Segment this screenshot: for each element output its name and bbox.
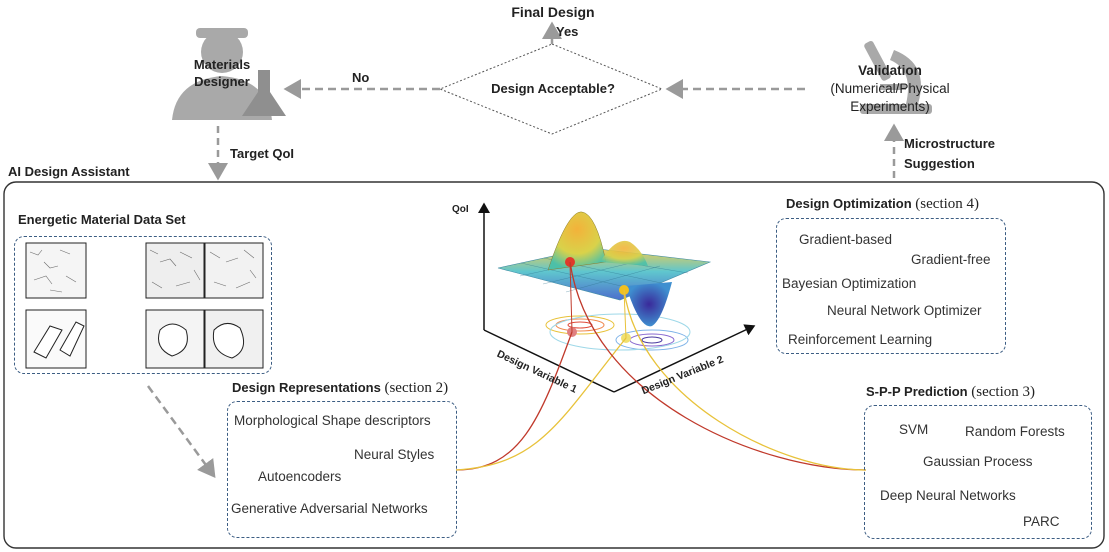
red-curve-right: [569, 261, 867, 471]
spp-box: SVM Random Forests Gaussian Process Deep…: [864, 405, 1092, 539]
surface-peak: [547, 211, 607, 271]
validation-title: Validation: [858, 63, 922, 78]
optimization-section: (section 4): [915, 196, 980, 212]
micro-line1: Microstructure: [904, 136, 996, 151]
opt-item: Reinforcement Learning: [788, 332, 933, 347]
designer-icon: [172, 28, 286, 120]
dataset-to-representation-arrow: [146, 385, 216, 479]
microstructure-label: Microstructure Suggestion: [904, 134, 995, 174]
representations-title: Design Representations (section 2): [232, 380, 448, 397]
spp-item: Gaussian Process: [923, 454, 1033, 469]
representations-title-text: Design Representations: [232, 380, 381, 395]
validation-line3: Experiments): [850, 99, 930, 114]
surface-well: [626, 282, 672, 327]
designer-line1: Materials: [193, 57, 251, 72]
surface-peak-2: [600, 240, 648, 266]
opt-item: Bayesian Optimization: [782, 276, 917, 291]
red-curve-left: [455, 331, 573, 471]
qoi-axis-label: QoI: [452, 204, 469, 215]
spp-item: SVM: [899, 422, 929, 437]
decision-diamond: [438, 43, 664, 135]
rep-item: Autoencoders: [258, 469, 342, 484]
designer-line2: Designer: [194, 74, 250, 89]
yes-label: Yes: [556, 24, 579, 39]
spp-title: S-P-P Prediction (section 3): [866, 384, 1035, 401]
opt-item: Gradient-based: [799, 232, 893, 247]
assistant-title: AI Design Assistant: [8, 164, 130, 179]
spp-title-text: S-P-P Prediction: [866, 384, 968, 399]
target-qoi-label: Target QoI: [230, 146, 295, 161]
contour-projection: [545, 313, 691, 351]
final-design-label: Final Design: [511, 4, 595, 20]
optimization-title: Design Optimization (section 4): [786, 196, 979, 213]
validation-line2: (Numerical/Physical: [830, 81, 950, 96]
microscope-icon: [860, 41, 932, 114]
micro-line2: Suggestion: [904, 156, 975, 171]
rep-item: Generative Adversarial Networks: [231, 501, 428, 516]
opt-item: Neural Network Optimizer: [827, 303, 982, 318]
spp-item: Random Forests: [965, 424, 1065, 439]
assistant-frame: [3, 181, 1105, 549]
yellow-curve-right: [623, 289, 867, 471]
representations-box: Morphological Shape descriptors Neural S…: [227, 401, 457, 538]
spp-item: PARC: [1023, 514, 1060, 529]
spp-item: Deep Neural Networks: [880, 488, 1016, 503]
no-label: No: [352, 70, 370, 85]
dataset-box: [14, 236, 272, 374]
decision-label: Design Acceptable?: [491, 81, 615, 96]
dataset-title: Energetic Material Data Set: [18, 212, 186, 227]
dv2-axis: [613, 324, 756, 393]
yellow-curve-left: [455, 337, 627, 471]
representations-section: (section 2): [384, 380, 449, 396]
opt-item: Gradient-free: [911, 252, 991, 267]
optimization-box: Gradient-based Gradient-free Bayesian Op…: [776, 218, 1006, 354]
rep-item: Neural Styles: [354, 447, 435, 462]
rep-item: Morphological Shape descriptors: [234, 413, 431, 428]
spp-section: (section 3): [971, 384, 1035, 400]
optimization-title-text: Design Optimization: [786, 196, 912, 211]
validation-label: Validation (Numerical/Physical Experimen…: [808, 62, 972, 116]
designer-label: Materials Designer: [172, 56, 272, 90]
